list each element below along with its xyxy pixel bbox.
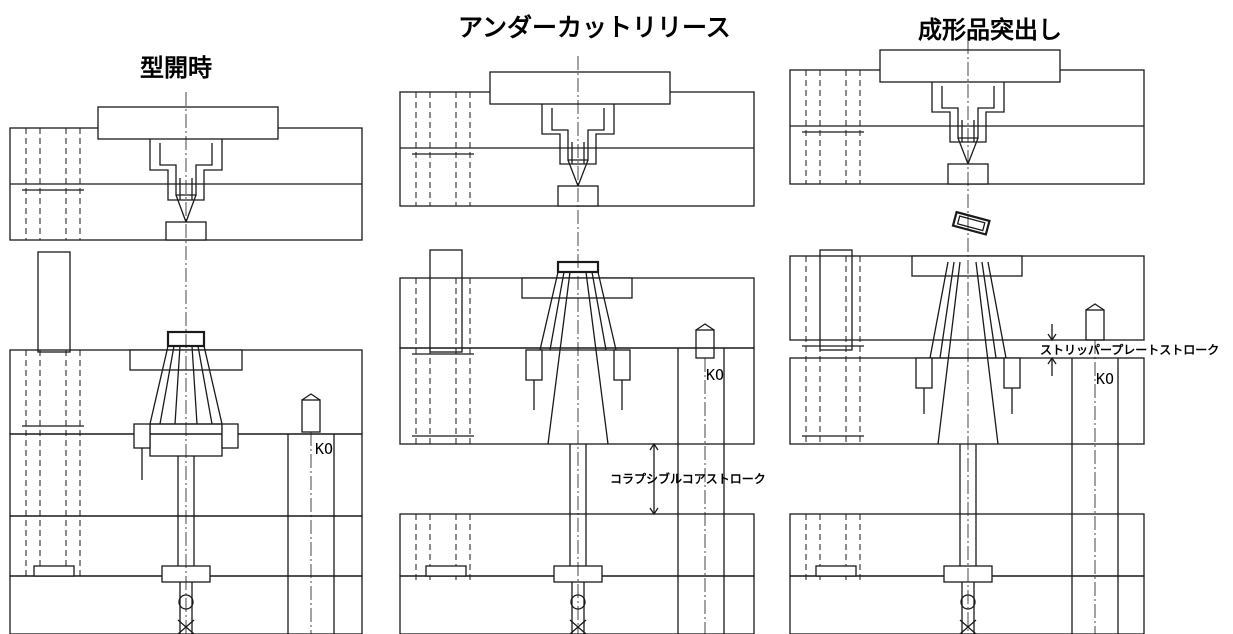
stripper-plate-stroke-label: ストリッパープレートストローク — [1040, 342, 1219, 357]
panel-title-undercut-release: アンダーカットリリース — [458, 13, 731, 42]
collapsible-core-stroke-label: コラプシブルコアストローク — [610, 471, 766, 486]
ko-label: KO — [706, 366, 724, 384]
guide-pin — [37, 251, 71, 353]
fixed-half — [399, 71, 755, 207]
panel-title-mold-open: 型開時 — [140, 54, 212, 82]
moving-half — [399, 260, 755, 634]
collapsible-core-stroke-dimension — [649, 442, 659, 516]
ejected-part — [951, 210, 991, 236]
ko-label: KO — [1096, 370, 1114, 388]
guide-pin — [429, 249, 463, 353]
fixed-half — [789, 49, 1145, 185]
panel-undercut-release: KO コラプシブルコアストローク — [399, 56, 766, 634]
panel-ejection: KO ストリッパープレートストローク — [789, 40, 1219, 634]
panel-mold-open: KO — [9, 92, 363, 634]
moving-half — [789, 255, 1145, 634]
panel-title-ejection: 成形品突出し — [918, 16, 1062, 44]
stripper-plate-stroke-dimension — [1047, 324, 1057, 376]
ko-label: KO — [315, 440, 333, 458]
guide-pin — [819, 249, 853, 351]
